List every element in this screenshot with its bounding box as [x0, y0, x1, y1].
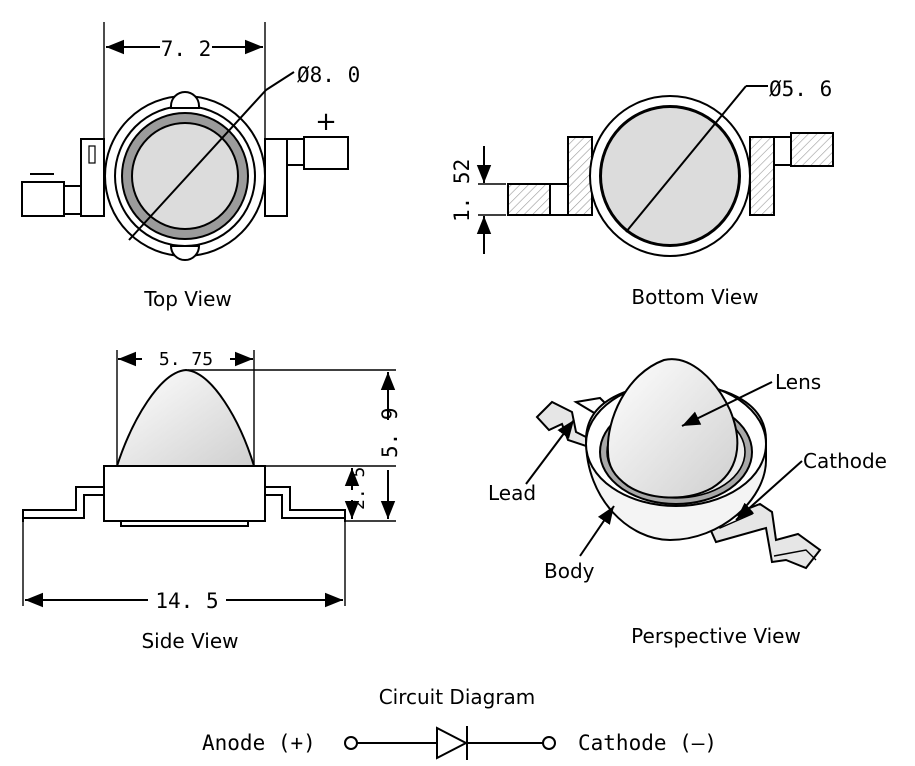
bottom-left-lead: [507, 183, 551, 216]
persp-left-lead: [535, 400, 590, 448]
body-label: Body: [544, 559, 595, 583]
top-right-lead-neck: [286, 138, 305, 166]
bottom-view-title: Bottom View: [631, 285, 758, 309]
total-length-label: 14. 5: [155, 589, 218, 613]
bottom-diameter-label: Ø5. 6: [769, 77, 832, 101]
persp-right-lead-edge: [773, 549, 817, 561]
perspective-view: Lens Cathode Lead Body Perspective View: [488, 358, 887, 648]
side-left-lead: [22, 486, 105, 522]
top-left-tab: [80, 138, 105, 217]
anode-label: Anode (+): [202, 731, 316, 755]
body-height-label: 2. 5: [348, 467, 369, 510]
top-view: 7. 2 + Ø8. 0 Top View: [21, 22, 360, 311]
side-body: [103, 465, 266, 522]
plus-sign: +: [315, 107, 337, 137]
top-view-title: Top View: [143, 287, 232, 311]
lead-leader: [525, 419, 575, 485]
bottom-view: Ø5. 6 1. 52 Bottom View: [450, 77, 834, 309]
top-width-label: 7. 2: [161, 37, 212, 61]
total-height-label: 5. 9: [378, 407, 402, 458]
bottom-heat-pad: [600, 106, 740, 246]
anode-terminal: [344, 736, 358, 750]
side-view-title: Side View: [141, 629, 238, 653]
top-diameter-label: Ø8. 0: [297, 63, 360, 87]
side-heat-slug: [120, 520, 249, 527]
top-diameter-leader: [265, 71, 295, 91]
diode-triangle: [436, 726, 469, 760]
top-diameter-line: [128, 89, 267, 241]
cathode-circuit-label: Cathode (—): [578, 731, 717, 755]
top-right-lead: [303, 136, 349, 170]
perspective-view-title: Perspective View: [631, 624, 801, 648]
cathode-terminal: [542, 736, 556, 750]
bottom-left-tab: [567, 136, 593, 216]
side-right-lead: [264, 486, 346, 522]
lens-label: Lens: [775, 370, 821, 394]
bottom-left-neck: [549, 183, 569, 216]
circuit-diagram: Circuit Diagram Anode (+) Cathode (—): [202, 685, 717, 760]
circuit-title: Circuit Diagram: [379, 685, 536, 709]
persp-lens-dome: [606, 358, 739, 499]
cathode-mark: [88, 145, 96, 164]
lens-width-label: 5. 75: [159, 349, 213, 370]
top-left-lead-neck: [63, 185, 82, 215]
top-right-tab: [264, 138, 288, 217]
side-lens-dome: [115, 368, 256, 467]
bottom-right-tab: [749, 136, 775, 216]
side-view: 5. 75 5. 9 2. 5 14. 5 Side View: [22, 349, 402, 653]
lead-thickness-label: 1. 52: [450, 159, 474, 222]
bottom-diameter-line: [625, 85, 747, 233]
cathode-leader: [735, 460, 803, 521]
top-notch-down: [169, 245, 201, 261]
cathode-label: Cathode: [803, 449, 887, 473]
bottom-right-neck: [773, 136, 792, 166]
top-left-lead: [21, 181, 65, 217]
top-notch-up: [170, 91, 200, 109]
lead-label: Lead: [488, 481, 536, 505]
lens-leader: [681, 381, 773, 427]
body-leader: [579, 505, 615, 557]
bottom-right-lead: [790, 132, 834, 167]
